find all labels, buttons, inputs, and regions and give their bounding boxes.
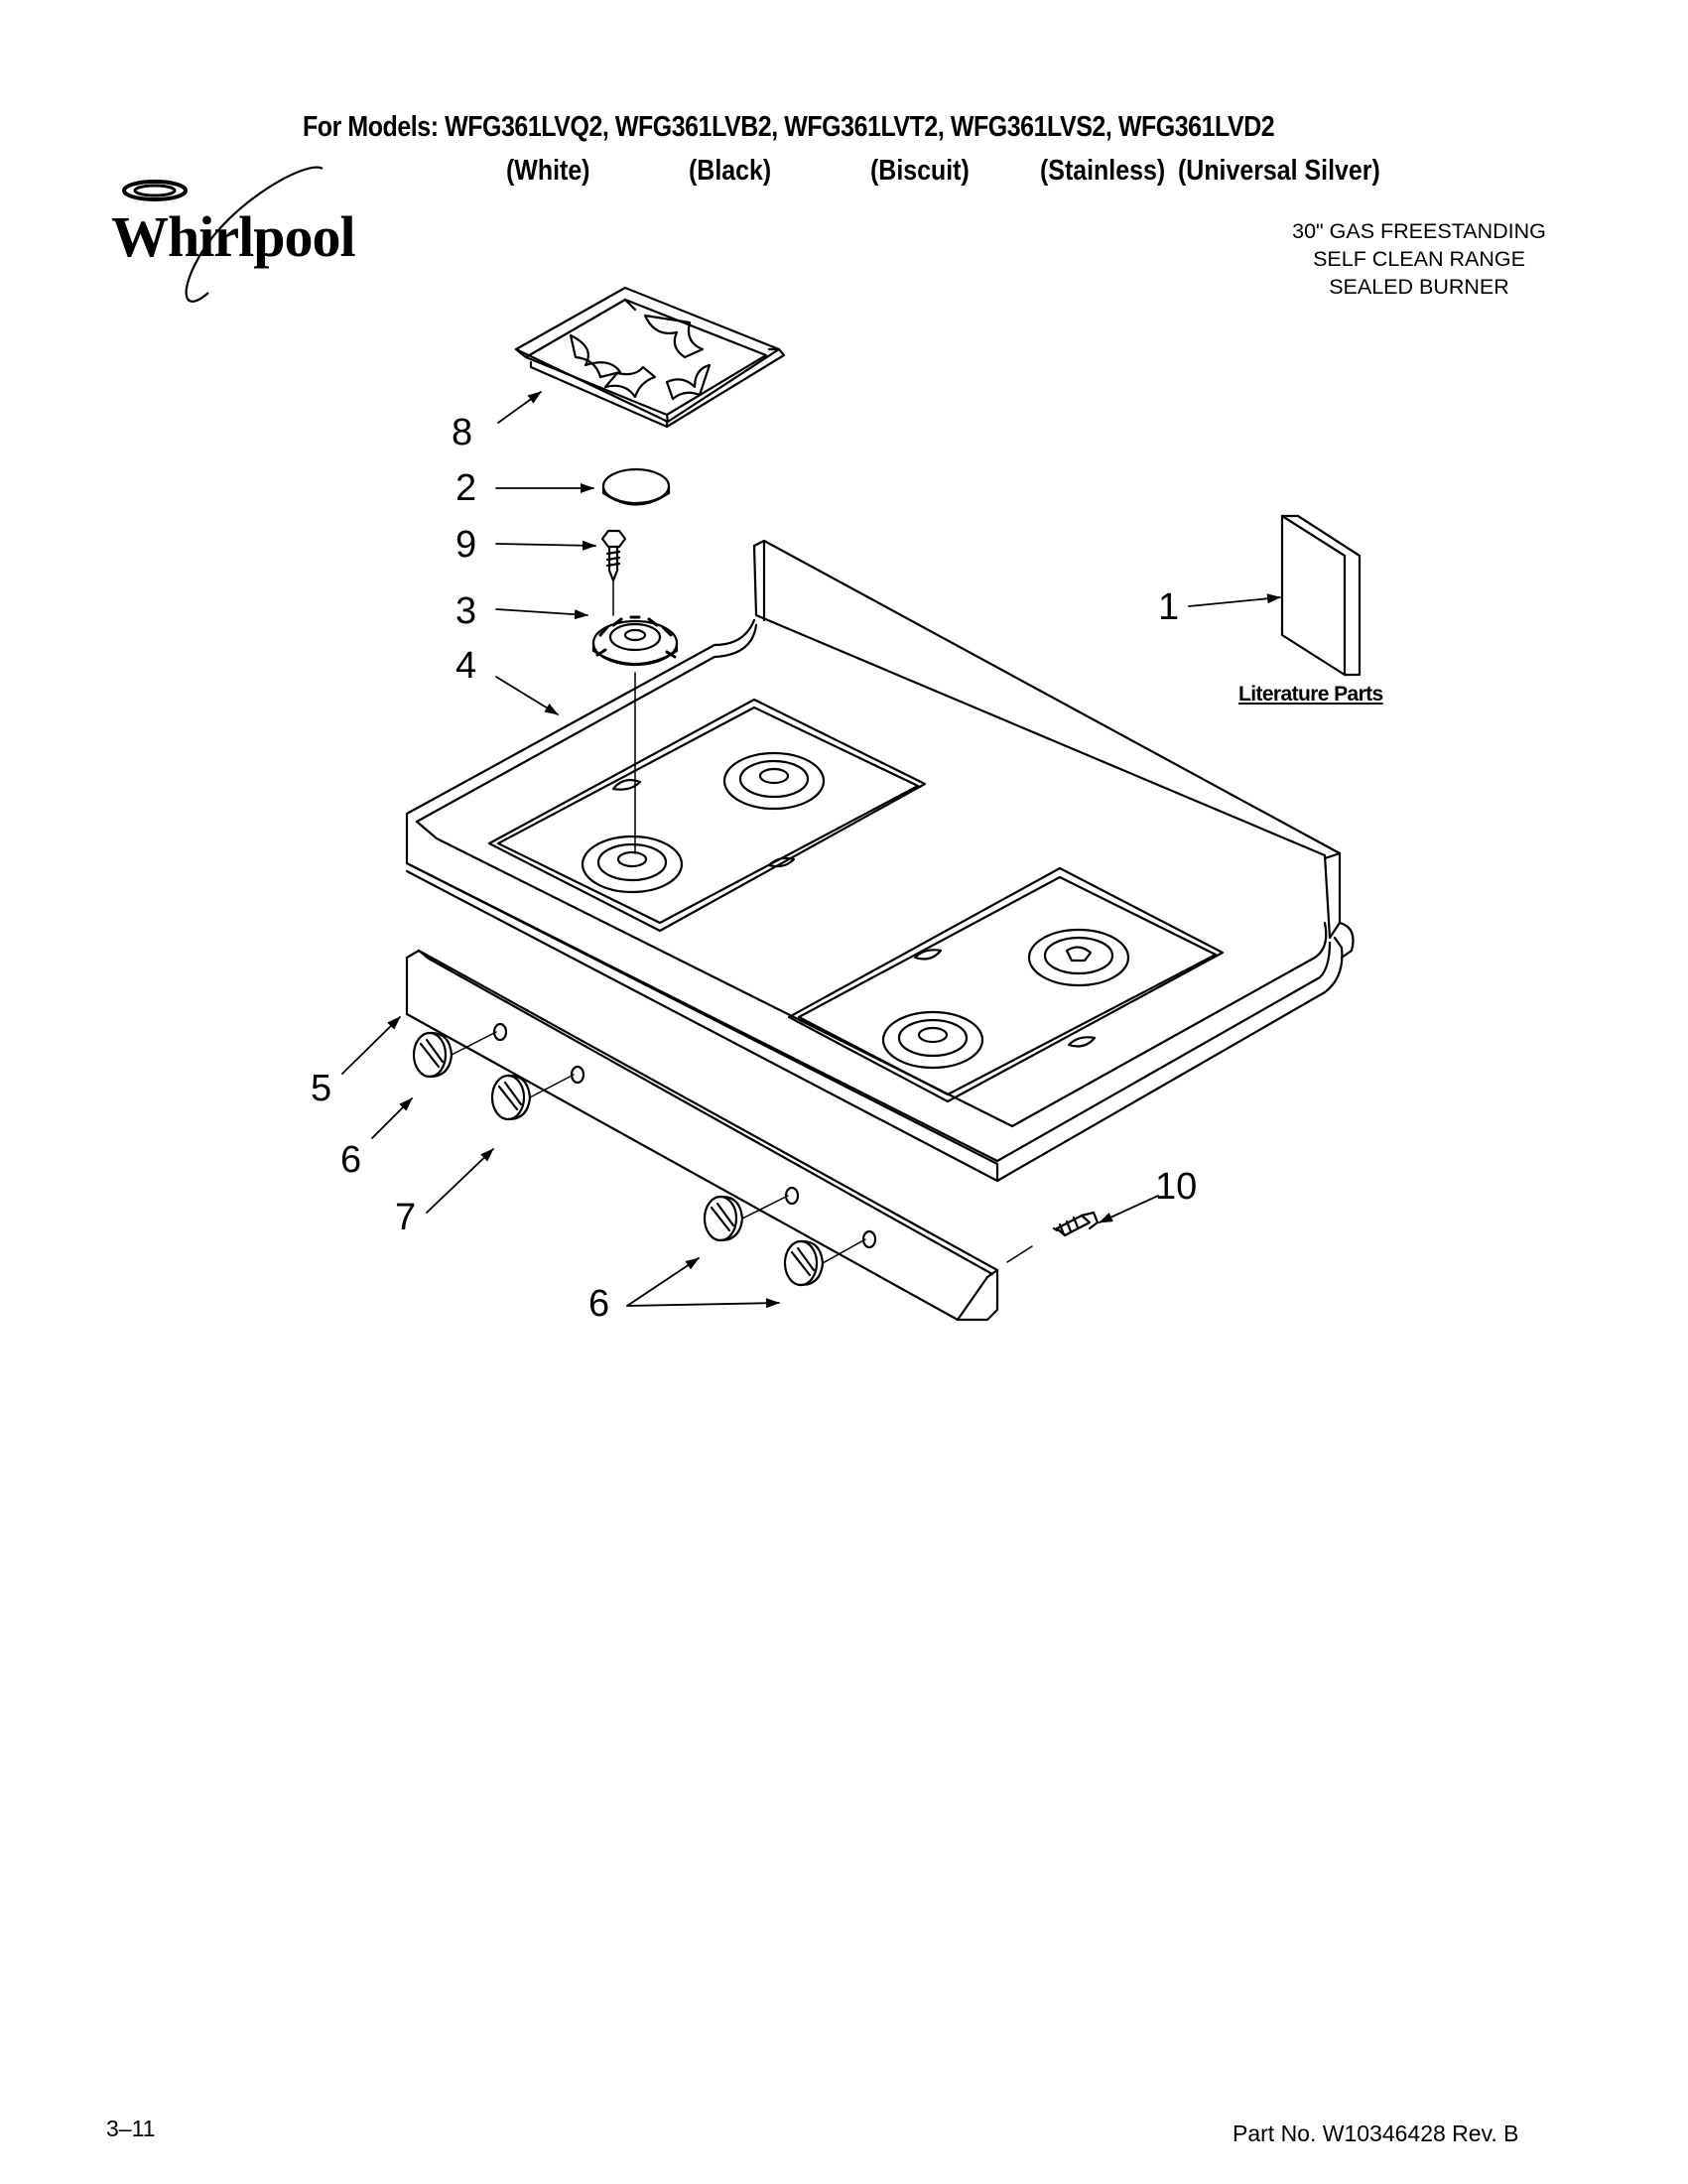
product-description: 30" GAS FREESTANDING SELF CLEAN RANGE SE… [1240, 217, 1598, 301]
part-number: Part No. W10346428 Rev. B [1233, 2120, 1519, 2146]
callout-7: 7 [395, 1197, 417, 1238]
literature-parts-label: Literature Parts [1238, 683, 1383, 706]
product-line-2: SELF CLEAN RANGE [1313, 247, 1525, 271]
burner-grate-icon [514, 286, 786, 429]
callout-arrows [341, 391, 1281, 1309]
callout-3: 3 [455, 590, 477, 632]
color-stainless: (Stainless) [1040, 155, 1166, 187]
models-line: For Models: WFG361LVQ2, WFG361LVB2, WFG3… [303, 111, 1275, 143]
logo-wordmark: Whirlpool [111, 204, 356, 269]
burner-base-icon [591, 615, 679, 854]
color-white: (White) [506, 155, 590, 187]
callout-4: 4 [455, 645, 477, 687]
callout-6: 6 [340, 1139, 362, 1181]
product-line-1: 30" GAS FREESTANDING [1292, 219, 1546, 243]
callout-5: 5 [311, 1068, 332, 1109]
callout-10: 10 [1155, 1166, 1198, 1208]
screw-icon [1006, 1211, 1100, 1263]
color-biscuit: (Biscuit) [870, 155, 970, 187]
callout-1: 1 [1158, 586, 1180, 628]
page-number: 3–11 [106, 2116, 156, 2141]
product-line-3: SEALED BURNER [1329, 275, 1509, 299]
cooktop-icon [405, 539, 1355, 1183]
color-black: (Black) [689, 155, 772, 187]
callout-9: 9 [455, 524, 477, 566]
knob-icon [412, 1031, 497, 1079]
screw-icon [600, 529, 627, 616]
callout-8: 8 [452, 412, 473, 453]
knob-icon [783, 1238, 866, 1287]
knob-icon [490, 1074, 575, 1121]
manifold-panel-icon [405, 949, 999, 1322]
burner-cap-icon [601, 467, 671, 506]
color-universal-silver: (Universal Silver) [1178, 155, 1380, 187]
callout-2: 2 [455, 467, 477, 509]
literature-booklet-icon [1280, 514, 1362, 677]
callout-6-right: 6 [588, 1283, 610, 1325]
whirlpool-logo-icon: Whirlpool [109, 164, 377, 313]
knob-icon [703, 1195, 789, 1242]
